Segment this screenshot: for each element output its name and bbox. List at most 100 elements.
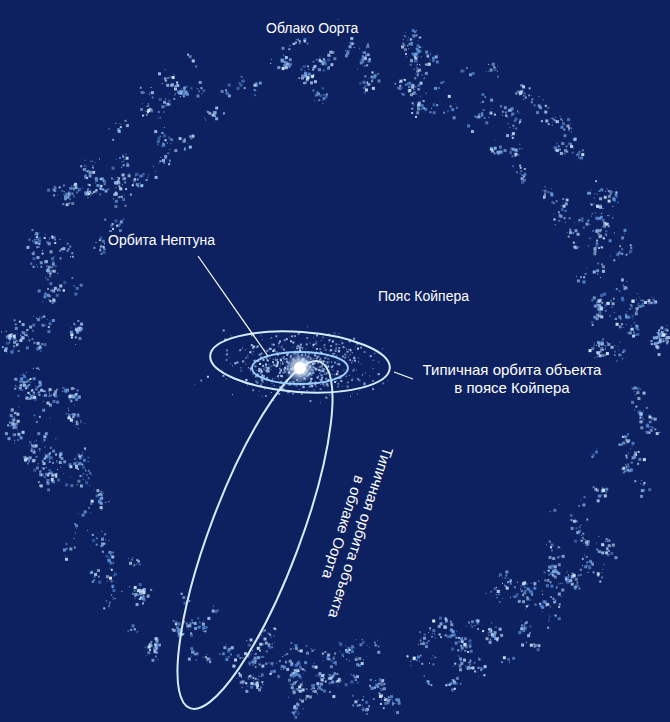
cloud-dot bbox=[276, 663, 277, 664]
cloud-dot bbox=[39, 345, 40, 346]
cloud-dot bbox=[23, 456, 26, 459]
cloud-dot bbox=[197, 88, 198, 89]
cloud-dot bbox=[52, 319, 55, 322]
cloud-dot bbox=[530, 600, 531, 601]
cloud-dot bbox=[44, 476, 46, 478]
cloud-dot bbox=[285, 661, 287, 663]
cloud-dot bbox=[497, 71, 498, 72]
cloud-dot bbox=[269, 634, 271, 636]
cloud-dot bbox=[261, 681, 263, 683]
cloud-dot bbox=[69, 246, 71, 248]
cloud-dot bbox=[478, 658, 480, 660]
cloud-dot bbox=[148, 174, 149, 175]
cloud-dot bbox=[306, 688, 308, 690]
cloud-dot bbox=[549, 617, 550, 618]
cloud-dot bbox=[296, 703, 299, 706]
cloud-dot bbox=[316, 59, 318, 61]
cloud-dot bbox=[68, 410, 69, 411]
cloud-dot bbox=[602, 338, 604, 340]
cloud-dot bbox=[104, 219, 106, 221]
cloud-dot bbox=[492, 63, 495, 66]
cloud-dot bbox=[422, 75, 423, 76]
cloud-dot bbox=[550, 585, 553, 588]
cloud-dot bbox=[488, 632, 489, 633]
cloud-dot bbox=[611, 346, 614, 349]
cloud-dot bbox=[450, 105, 452, 107]
cloud-dot bbox=[494, 66, 496, 68]
cloud-dot bbox=[320, 64, 321, 65]
cloud-dot bbox=[106, 601, 107, 602]
cloud-dot bbox=[239, 673, 240, 674]
cloud-dot bbox=[597, 352, 599, 354]
cloud-dot bbox=[155, 639, 158, 642]
cloud-dot bbox=[52, 237, 54, 239]
cloud-dot bbox=[383, 683, 385, 685]
cloud-dot bbox=[413, 91, 416, 94]
cloud-dot bbox=[603, 293, 606, 296]
cloud-dot bbox=[432, 633, 433, 634]
cloud-dot bbox=[74, 293, 77, 296]
cloud-dot bbox=[459, 657, 462, 660]
cloud-dot bbox=[169, 93, 170, 94]
cloud-dot bbox=[176, 85, 177, 86]
cloud-dot bbox=[351, 647, 353, 649]
cloud-dot bbox=[309, 695, 312, 698]
cloud-dot bbox=[410, 58, 411, 59]
cloud-dot bbox=[634, 480, 636, 482]
cloud-dot bbox=[86, 177, 88, 179]
cloud-dot bbox=[116, 224, 118, 226]
cloud-dot bbox=[72, 396, 75, 399]
cloud-dot bbox=[579, 151, 581, 153]
cloud-dot bbox=[272, 666, 273, 667]
cloud-dot bbox=[576, 531, 579, 534]
cloud-dot bbox=[505, 571, 508, 574]
cloud-dot bbox=[80, 484, 83, 487]
cloud-dot bbox=[602, 487, 603, 488]
cloud-dot bbox=[478, 676, 479, 677]
cloud-dot bbox=[56, 462, 57, 463]
cloud-dot bbox=[429, 663, 430, 664]
cloud-dot bbox=[357, 682, 359, 684]
cloud-dot bbox=[510, 147, 513, 150]
cloud-dot bbox=[298, 711, 299, 712]
cloud-dot bbox=[364, 57, 367, 60]
cloud-dot bbox=[312, 89, 314, 91]
cloud-dot bbox=[67, 250, 69, 252]
cloud-dot bbox=[76, 422, 79, 425]
cloud-dot bbox=[570, 123, 571, 124]
cloud-dot bbox=[430, 59, 431, 60]
cloud-dot bbox=[601, 213, 602, 214]
cloud-dot bbox=[609, 315, 611, 317]
cloud-dot bbox=[92, 165, 93, 166]
cloud-dot bbox=[505, 578, 506, 579]
cloud-dot bbox=[411, 661, 412, 662]
cloud-dot bbox=[573, 520, 576, 523]
cloud-dot bbox=[37, 432, 40, 435]
cloud-dot bbox=[32, 324, 35, 327]
cloud-dot bbox=[293, 648, 294, 649]
cloud-dot bbox=[108, 540, 109, 541]
cloud-dot bbox=[525, 609, 526, 610]
cloud-dot bbox=[432, 663, 434, 665]
cloud-dot bbox=[456, 684, 457, 685]
cloud-dot bbox=[596, 269, 599, 272]
cloud-dot bbox=[546, 584, 549, 587]
cloud-dot bbox=[341, 653, 344, 656]
cloud-dot bbox=[16, 423, 18, 425]
cloud-dot bbox=[362, 639, 363, 640]
cloud-dot bbox=[16, 413, 19, 416]
cloud-dot bbox=[425, 72, 428, 75]
cloud-dot bbox=[421, 663, 423, 665]
cloud-dot bbox=[534, 104, 536, 106]
cloud-dot bbox=[264, 638, 267, 641]
cloud-dot bbox=[368, 78, 369, 79]
cloud-dot bbox=[408, 45, 409, 46]
cloud-dot bbox=[638, 458, 641, 461]
cloud-dot bbox=[565, 578, 567, 580]
cloud-dot bbox=[219, 654, 220, 655]
cloud-dot bbox=[649, 421, 651, 423]
cloud-dot bbox=[586, 519, 588, 521]
cloud-dot bbox=[482, 668, 484, 670]
cloud-dot bbox=[323, 58, 325, 60]
cloud-dot bbox=[78, 455, 80, 457]
